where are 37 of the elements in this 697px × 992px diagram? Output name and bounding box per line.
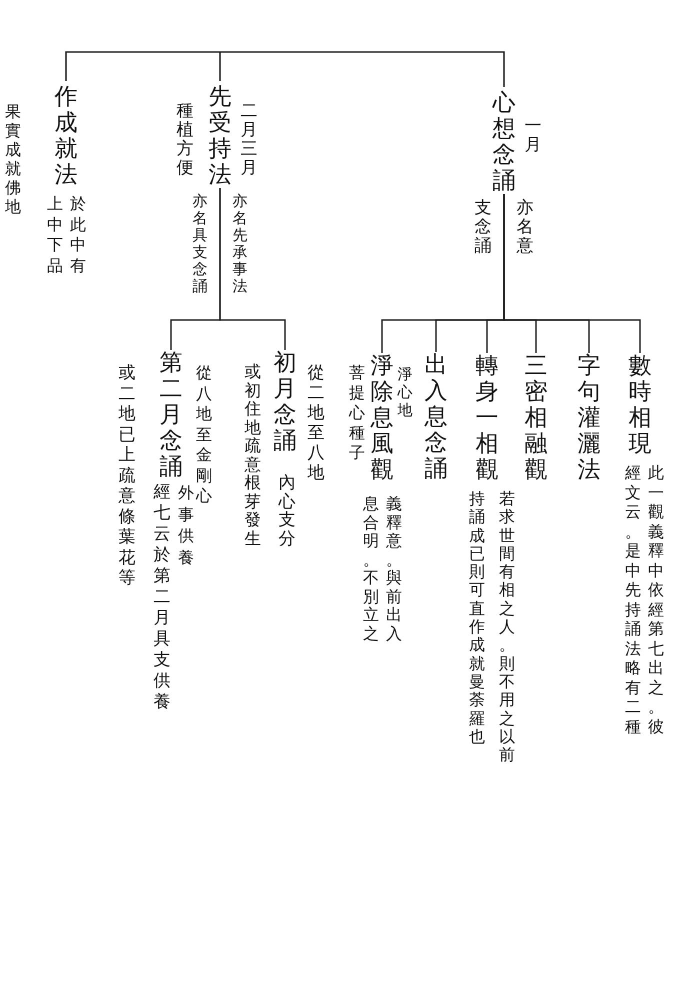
heading-text: 淨除息風觀 [370, 353, 394, 483]
annotation-text: 菩提心種子 [348, 363, 366, 463]
annotation-text: 種植方便 [176, 102, 194, 178]
connector-line [170, 188, 221, 350]
heading-text: 三密相融觀 [524, 353, 548, 483]
annotation-text: 外事供養 [178, 482, 194, 568]
annotation-text: 若求世間有相之人。則不用之以前 [498, 490, 516, 764]
annotation-text: 果實成就佛地 [4, 102, 22, 216]
heading-text: 數時相現 [628, 353, 652, 457]
heading-text: 作成就法 [54, 84, 78, 188]
annotation-text: 從二地至八地 [307, 363, 325, 483]
heading-text: 心想念誦 [492, 90, 516, 194]
annotation-text: 淨心地 [397, 365, 413, 419]
heading-text: 出入息念誦 [424, 352, 448, 482]
annotation-text: 一月 [524, 117, 542, 155]
annotation-text: 經文云。是中先持誦法略有二種 [624, 463, 642, 736]
annotation-text: 亦名具支念誦 [192, 193, 208, 295]
heading-text: 初月念誦 [273, 350, 297, 454]
heading-text: 字句灌灑法 [577, 353, 601, 483]
annotation-text: 持誦成已則可直作成就曼荼羅也 [468, 490, 486, 746]
annotation-text: 息合明。不別立之 [362, 495, 380, 643]
heading-text: 轉身一相觀 [475, 353, 499, 483]
annotation-text: 亦名意支念誦 [474, 199, 534, 256]
annotation-text: 上中下品 [46, 194, 64, 276]
heading-text: 第二月念誦 [159, 350, 183, 480]
annotation-text: 二月三月 [240, 102, 258, 178]
annotation-text: 亦名先承事法 [232, 193, 248, 295]
annotation-text: 內心支分 [278, 474, 296, 548]
annotation-text: 從八地至金剛心 [196, 363, 212, 506]
annotation-text: 於此中有 [70, 194, 86, 276]
annotation-text: 此一觀義釋中依經第七出之。彼 [648, 463, 664, 736]
annotation-text: 義釋意。與前出入 [386, 495, 402, 643]
annotation-text: 或初住地疏意根芽發生 [244, 363, 262, 548]
connector-line [381, 194, 505, 353]
annotation-text: 或二地已上疏意條葉花等 [118, 363, 136, 588]
annotation-text: 經七云於第二月具支供養 [153, 482, 171, 713]
heading-text: 先受持法 [208, 84, 232, 188]
